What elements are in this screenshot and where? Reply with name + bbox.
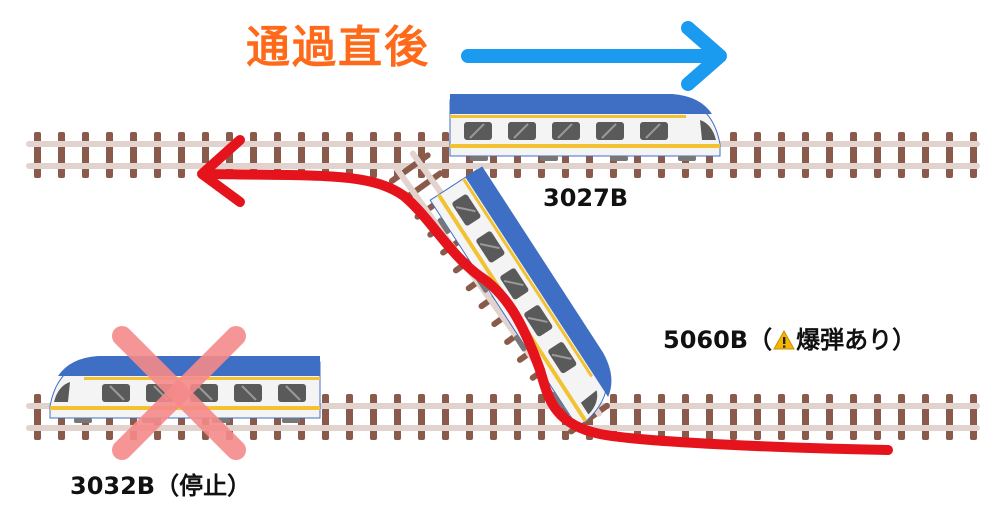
sleeper — [778, 394, 785, 440]
sleeper — [490, 394, 497, 440]
train-label-3032b: 3032B（停止） — [70, 472, 252, 500]
sleeper — [466, 394, 473, 440]
sleeper — [874, 132, 881, 178]
sleeper — [130, 132, 137, 178]
train-id-5060b: 5060B — [663, 326, 749, 354]
sleeper — [106, 132, 113, 178]
sleeper — [34, 132, 41, 178]
sleeper — [970, 394, 977, 440]
train-label-5060b: 5060B（ 爆弾あり） — [663, 328, 916, 352]
sleeper — [178, 132, 185, 178]
sleeper — [898, 132, 905, 178]
sleeper — [442, 132, 449, 178]
sleeper — [802, 132, 809, 178]
sleeper — [898, 394, 905, 440]
sleeper — [946, 394, 953, 440]
sleeper — [850, 394, 857, 440]
sleeper — [706, 394, 713, 440]
sleeper — [388, 152, 431, 184]
sleeper — [850, 132, 857, 178]
forward-arrow-icon — [461, 21, 727, 91]
sleeper — [658, 394, 665, 440]
sleeper — [634, 394, 641, 440]
sleeper — [58, 132, 65, 178]
sleeper — [970, 132, 977, 178]
bomb-note: 爆弾あり） — [796, 326, 917, 354]
sleeper — [730, 394, 737, 440]
train-3027b — [449, 93, 721, 162]
sleeper — [946, 132, 953, 178]
sleeper — [826, 394, 833, 440]
stop-cross-icon — [112, 326, 246, 460]
paren-open: （ — [748, 326, 773, 354]
sleeper — [370, 394, 377, 440]
sleeper — [754, 132, 761, 178]
sleeper — [370, 132, 377, 178]
rail — [26, 163, 980, 169]
sleeper — [826, 132, 833, 178]
heading-title: 通過直後 — [246, 22, 430, 73]
sleeper — [82, 132, 89, 178]
sleeper — [394, 394, 401, 440]
sleeper — [322, 132, 329, 178]
sleeper — [682, 394, 689, 440]
sleeper — [322, 394, 329, 440]
sleeper — [922, 394, 929, 440]
sleeper — [514, 394, 521, 440]
sleeper — [154, 132, 161, 178]
warning-icon — [773, 329, 795, 350]
sleeper — [754, 394, 761, 440]
train-label-3027b: 3027B — [543, 184, 629, 212]
sleeper — [418, 394, 425, 440]
sleeper — [802, 394, 809, 440]
sleeper — [346, 132, 353, 178]
sleeper — [346, 394, 353, 440]
sleeper — [874, 394, 881, 440]
rail — [26, 425, 980, 431]
route-arrow-icon — [197, 135, 893, 455]
sleeper — [778, 132, 785, 178]
sleeper — [730, 132, 737, 178]
sleeper — [34, 394, 41, 440]
sleeper — [922, 132, 929, 178]
sleeper — [442, 394, 449, 440]
sleeper — [538, 394, 545, 440]
sleeper — [401, 170, 444, 202]
